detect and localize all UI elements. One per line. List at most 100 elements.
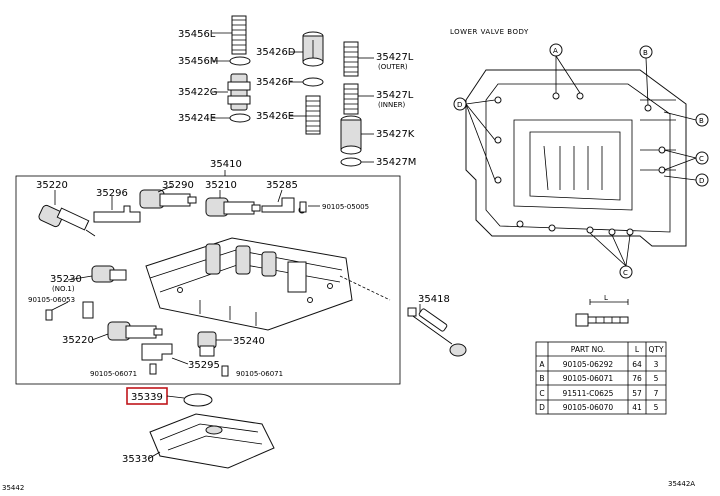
table-header-qty: QTY: [648, 345, 663, 354]
oring-35427M: [340, 157, 362, 167]
bolt-length-illustration: L: [575, 294, 629, 327]
label-35427M: 35427M: [376, 157, 416, 168]
label-35418: 35418: [418, 294, 450, 305]
label-35427L-inner-sub: (INNER): [378, 101, 406, 109]
sensor-35240: [197, 331, 217, 357]
solenoid-35210: [205, 197, 261, 217]
table-row-length: 76: [632, 374, 642, 383]
solenoid-35220-lower: [107, 321, 163, 341]
callout-D-left: D: [453, 97, 496, 181]
callout-C-bottom: C: [589, 232, 633, 279]
valve-body-assembly-frame: [15, 175, 401, 385]
label-35296: 35296: [96, 188, 128, 199]
spring-35427L-outer: [343, 41, 359, 77]
bracket-35285: [261, 197, 306, 214]
oil-strainer-35330: [149, 413, 275, 469]
label-35427L-outer: 35427L: [376, 52, 414, 63]
bolt-90105-06071-right: [221, 365, 229, 377]
label-35285: 35285: [266, 180, 298, 191]
bracket-35296: [93, 205, 141, 223]
upper-valve-body: [145, 237, 353, 331]
gasket-35339: [183, 393, 213, 407]
label-35410: 35410: [210, 159, 242, 170]
callout-D-right: D: [663, 173, 709, 187]
label-35230-sub: (NO.1): [52, 285, 75, 293]
svg-text:D: D: [457, 101, 462, 109]
table-header-part-no: PART NO.: [571, 345, 605, 354]
table-row-part-no: 90105-06070: [563, 403, 614, 412]
bolt-90105-06053: [45, 301, 94, 321]
table-row-part-no: 90105-06292: [563, 360, 614, 369]
callout-C-right: C: [663, 149, 709, 171]
bolt-90105-06071-left: [149, 363, 157, 375]
solenoid-35230: [91, 265, 127, 283]
label-35424E: 35424E: [178, 113, 216, 124]
bolt-spec-table: PART NO. L QTY A 90105-06292 64 3B 90105-06071 7…: [535, 341, 667, 415]
label-90105-06071-right: 90105-06071: [236, 370, 283, 378]
label-35427L-inner: 35427L: [376, 90, 414, 101]
label-35427K: 35427K: [376, 129, 415, 140]
label-35427L-outer-sub: (OUTER): [378, 63, 408, 71]
oring-35426F: [302, 77, 324, 87]
svg-text:A: A: [553, 47, 558, 55]
table-row-part-no: 90105-06071: [563, 374, 614, 383]
label-35230: 35230: [50, 274, 82, 285]
svg-text:B: B: [699, 117, 704, 125]
svg-text:C: C: [623, 269, 628, 277]
table-row-key: B: [539, 374, 544, 383]
piston-35427K: [340, 115, 362, 155]
table-row-part-no: 91511-C0625: [563, 389, 614, 398]
label-35426D: 35426D: [256, 47, 296, 58]
svg-text:D: D: [699, 177, 704, 185]
solenoid-35220-upper: [38, 204, 96, 237]
callout-A-top: A: [549, 43, 581, 94]
label-35426F: 35426F: [256, 77, 294, 88]
svg-text:L: L: [604, 294, 608, 302]
table-row-length: 41: [632, 403, 642, 412]
spring-35456L: [231, 15, 247, 55]
callout-B-top-right: B: [639, 45, 653, 106]
lower-valve-body: [465, 69, 687, 247]
label-35240: 35240: [233, 336, 265, 347]
label-35456L: 35456L: [178, 29, 216, 40]
tube-35418: [407, 307, 467, 357]
label-90105-06071-left: 90105-06071: [90, 370, 137, 378]
plug-35426D: [302, 31, 324, 67]
corner-code-right: 35442A: [668, 480, 695, 488]
label-35422G: 35422G: [178, 87, 218, 98]
spring-35427L-inner: [343, 83, 359, 115]
solenoid-35290: [139, 189, 197, 209]
bracket-35295: [141, 343, 173, 361]
svg-text:C: C: [699, 155, 704, 163]
label-lower-valve-body: LOWER VALVE BODY: [450, 28, 529, 36]
label-35339: 35339: [131, 392, 163, 403]
table-row-length: 57: [632, 389, 642, 398]
oring-35456M: [229, 56, 251, 66]
svg-text:B: B: [643, 49, 648, 57]
label-35220-upper: 35220: [36, 180, 68, 191]
corner-code-left: 35442: [2, 484, 24, 492]
table-row-qty: 7: [654, 389, 659, 398]
table-row-key: D: [539, 403, 545, 412]
table-header-length: L: [635, 345, 640, 354]
table-row-qty: 5: [654, 403, 659, 412]
label-35290: 35290: [162, 180, 194, 191]
table-row-key: C: [539, 389, 544, 398]
label-90105-06053: 90105-06053: [28, 296, 75, 304]
label-90105-05005: 90105-05005: [322, 203, 369, 211]
label-35210: 35210: [205, 180, 237, 191]
bolt-90105-05005: [299, 201, 307, 213]
table-row-length: 64: [632, 360, 642, 369]
spring-35426E: [305, 95, 321, 135]
oring-35424E: [229, 113, 251, 123]
label-35426E: 35426E: [256, 111, 294, 122]
label-35295: 35295: [188, 360, 220, 371]
label-35330: 35330: [122, 454, 154, 465]
label-35456M: 35456M: [178, 56, 218, 67]
valve-35422G: [227, 73, 251, 111]
table-row-qty: 3: [654, 360, 659, 369]
table-row-key: A: [539, 360, 545, 369]
label-35220-lower: 35220: [62, 335, 94, 346]
callout-B-right: B: [663, 111, 709, 127]
